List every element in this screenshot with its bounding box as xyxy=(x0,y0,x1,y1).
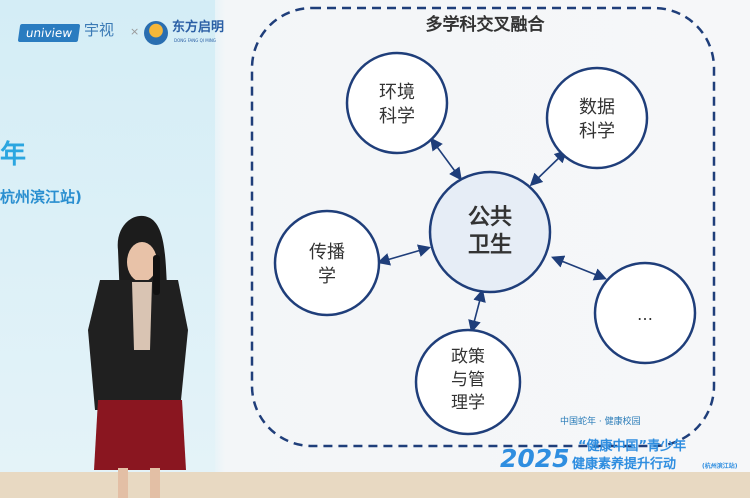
node-label: 科学 xyxy=(579,121,615,142)
footer-line2-small: (杭州滨江站) xyxy=(702,463,738,470)
node-data xyxy=(545,66,649,170)
node-label: 学 xyxy=(318,266,336,287)
speaker xyxy=(88,215,188,498)
footer-line2: 健康素养提升行动 xyxy=(572,457,677,472)
dashed-frame xyxy=(250,6,716,448)
headline-fragment: 年 xyxy=(0,140,27,170)
arrow-comm xyxy=(376,244,432,266)
node-label: 政策 xyxy=(451,347,485,367)
node-label: 传播 xyxy=(309,242,345,263)
arrow-env xyxy=(430,137,462,181)
arrow-more xyxy=(551,255,607,281)
footer-line1: “健康中国”青少年 xyxy=(578,439,687,454)
node-communication xyxy=(273,209,381,317)
partner-name: 东方启明 xyxy=(172,20,225,35)
subtitle-fragment: 杭州滨江站) xyxy=(0,188,82,206)
node-label: 数据 xyxy=(579,97,615,118)
node-label: 与管 xyxy=(451,370,485,390)
uniview-cn-text: 宇视 xyxy=(84,21,115,39)
footer-year: 2025 xyxy=(500,444,570,473)
node-policy xyxy=(414,328,522,436)
cross-mark: × xyxy=(130,25,140,38)
node-label: … xyxy=(637,305,653,324)
arrow-data xyxy=(529,149,568,187)
arrow-policy xyxy=(468,288,486,334)
node-label: 科学 xyxy=(379,106,415,127)
microphone-icon xyxy=(153,255,160,295)
partner-pinyin: DONG FANG QI MING xyxy=(174,38,216,43)
node-label: 理学 xyxy=(451,393,485,413)
node-environment xyxy=(345,51,449,155)
center-node-label: 公共卫生 xyxy=(467,205,512,258)
node-label: 环境 xyxy=(379,82,415,103)
node-more xyxy=(593,261,697,365)
node-public-health xyxy=(428,170,552,294)
slide-title: 多学科交叉融合 xyxy=(426,14,546,35)
dongfang-logo-icon xyxy=(144,21,168,45)
slogan: 中国蛇年 · 健康校园 xyxy=(560,417,641,427)
